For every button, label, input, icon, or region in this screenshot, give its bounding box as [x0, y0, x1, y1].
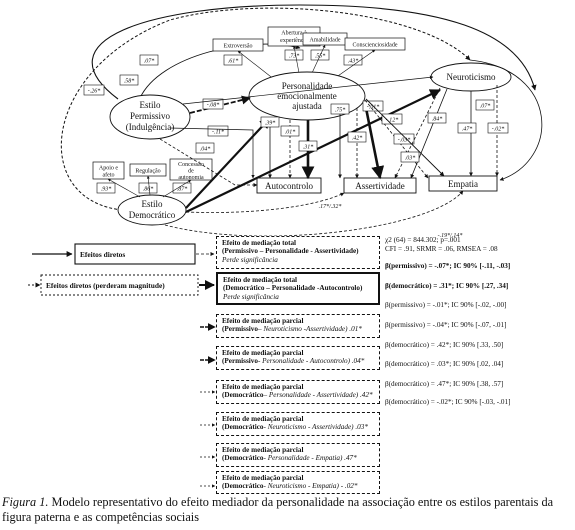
- legend-direct-lost: [28, 274, 215, 296]
- mediation-box-7: Efeito de mediação parcial (Democrático-…: [216, 443, 380, 467]
- mediation-box-8: Efeito de mediação parcial (Democrático-…: [216, 471, 380, 494]
- stat-beta-8: β(democrático) = -.02*; IC 90% [-.03, -.…: [385, 398, 511, 406]
- svg-text:.73*: .73*: [289, 54, 300, 60]
- svg-text:.01*: .01*: [285, 130, 296, 136]
- svg-text:Permissivo: Permissivo: [130, 111, 171, 121]
- svg-text:(Indulgência): (Indulgência): [126, 122, 174, 132]
- path-diagram: Extroversão Abertura à experiência Amabi…: [28, 4, 543, 488]
- svg-text:.86*: .86*: [143, 187, 154, 193]
- svg-text:Neuroticismo: Neuroticismo: [447, 72, 496, 82]
- svg-text:Autocontrolo: Autocontrolo: [265, 181, 313, 191]
- svg-text:.07*: .07*: [144, 59, 155, 65]
- mediation-box-5: Efeito de mediação parcial (Democrático–…: [216, 380, 380, 404]
- stat-beta-3: β(permissivo) = -.01*; IC 90% [-.02, -.0…: [385, 301, 507, 309]
- stat-beta-1: β(permissivo) = -.07*; IC 90% [-.11, -.0…: [385, 262, 511, 270]
- svg-text:.61*: .61*: [228, 59, 239, 65]
- svg-text:Concessão: Concessão: [178, 162, 204, 168]
- svg-text:-.12*: -.12*: [386, 118, 399, 124]
- svg-text:.84*: .84*: [432, 116, 443, 123]
- svg-text:.58*: .58*: [124, 79, 135, 85]
- svg-text:.75*: .75*: [335, 108, 346, 114]
- svg-text:-.03*: -.03*: [398, 138, 411, 144]
- svg-text:Estilo: Estilo: [139, 100, 161, 110]
- svg-text:Empatia: Empatia: [448, 179, 478, 189]
- mediation-box-3: Efeito de mediação parcial (Permissivo– …: [216, 314, 380, 338]
- svg-text:-.08*: -.08*: [207, 103, 220, 109]
- mediation-box-6: Efeito de mediação parcial (Democrático-…: [216, 412, 380, 436]
- stat-beta-7: β(democrático) = .47*; IC 90% [.38, .57]: [385, 380, 504, 388]
- svg-text:afeto: afeto: [103, 172, 115, 179]
- svg-text:Apoio e: Apoio e: [99, 166, 119, 172]
- legend-direct-label: Efeitos diretos: [80, 250, 126, 259]
- stat-beta-2: β(democrático) = .31*; IC 90% [.27, .34]: [385, 282, 509, 290]
- indicator-conscienciosidade: Conscienciosidade: [353, 43, 398, 49]
- svg-text:.17*/.32*: .17*/.32*: [319, 204, 342, 210]
- figure-caption-text: Modelo representativo do efeito mediador…: [2, 495, 554, 524]
- node-democratico: [117, 194, 187, 226]
- svg-text:Personalidade: Personalidade: [282, 81, 332, 91]
- svg-text:experiência: experiência: [280, 38, 308, 44]
- mediation-row-arrows: [200, 323, 216, 488]
- mediation-box-2: Efeito de mediação total (Democrático – …: [216, 272, 380, 305]
- stat-beta-4: β(permissivo) = -.04*; IC 90% [-.07, -.0…: [385, 321, 507, 329]
- svg-text:-.11*: -.11*: [212, 130, 224, 136]
- svg-text:.07*: .07*: [480, 104, 491, 110]
- legend-direct-lost-label: Efeitos diretos (perderam magnitude): [46, 281, 165, 290]
- legend-direct: [32, 243, 215, 265]
- svg-text:Estilo: Estilo: [141, 199, 163, 209]
- svg-text:.42*: .42*: [352, 135, 363, 142]
- indicators-democratic: Apoio e afeto Regulação Concessão de aut…: [92, 158, 213, 198]
- arc-outer-top: [91, 4, 537, 100]
- svg-text:.43*: .43*: [348, 58, 359, 65]
- svg-text:ajustada: ajustada: [292, 101, 322, 111]
- stat-beta-6: β(democrático) = .03*; IC 90% [.02, .04]: [385, 360, 504, 368]
- coef-boxes-top: .61* .73* .55* .43*: [223, 49, 363, 66]
- svg-text:Democrático: Democrático: [129, 210, 176, 220]
- svg-text:Assertividade: Assertividade: [355, 181, 405, 191]
- indicators-personality: Extroversão Abertura à experiência Amabi…: [212, 26, 406, 52]
- svg-text:.03*: .03*: [405, 156, 416, 162]
- svg-text:.87*: .87*: [177, 187, 188, 193]
- figure-caption-label: Figura 1.: [2, 495, 49, 509]
- stat-beta-5: β(democrático) = .42*; IC 90% [.33, .50]: [385, 341, 504, 349]
- arc-outer-left: [60, 7, 471, 211]
- mediation-box-1: Efeito de mediação total (Permissivo – P…: [216, 236, 380, 269]
- indicator-amabilidade: Amabilidade: [310, 38, 341, 44]
- svg-text:autonomia: autonomia: [178, 175, 204, 181]
- svg-text:-.19*/.14*: -.19*/.14*: [438, 232, 463, 239]
- mediation-box-4: Efeito de mediação parcial (Permissivo- …: [216, 346, 380, 370]
- svg-text:-.26*: -.26*: [88, 89, 101, 95]
- svg-text:.39*: .39*: [265, 121, 276, 127]
- svg-text:.04*: .04*: [200, 146, 211, 153]
- indicator-abertura: Abertura à: [281, 31, 307, 37]
- svg-text:emocionalmente: emocionalmente: [277, 91, 336, 101]
- figure-caption: Figura 1. Modelo representativo do efeit…: [2, 495, 572, 525]
- svg-text:.55*: .55*: [315, 54, 326, 60]
- svg-text:.47*: .47*: [462, 126, 473, 133]
- svg-text:-.02*: -.02*: [492, 127, 505, 133]
- svg-text:Regulação: Regulação: [135, 169, 160, 175]
- svg-text:.31*: .31*: [303, 145, 314, 151]
- stat-chi-square: χ2 (64) = 844.302; p=.001: [385, 236, 461, 244]
- svg-text:-.01*: -.01*: [367, 105, 380, 111]
- svg-text:.93*: .93*: [101, 187, 112, 193]
- indicator-extroversao: Extroversão: [224, 44, 253, 50]
- stat-fit-indices: CFI = .91, SRMR = .06, RMSEA = .08: [385, 245, 498, 253]
- svg-text:de: de: [188, 169, 194, 175]
